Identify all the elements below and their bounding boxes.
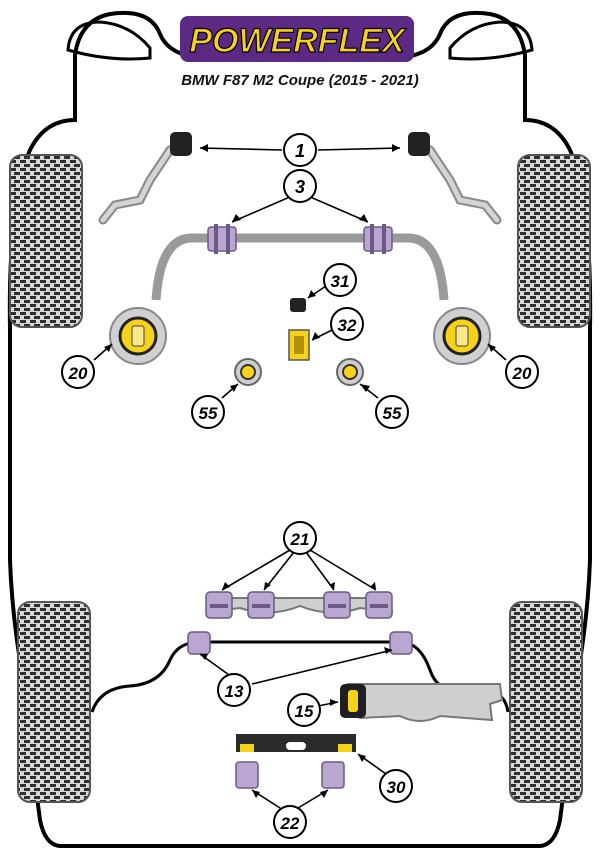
bush-3-left	[207, 224, 237, 254]
bush-55-left	[234, 358, 262, 386]
callout-15: 15	[287, 693, 321, 727]
top-mount-left	[109, 307, 167, 365]
callout-20-left: 20	[61, 355, 95, 389]
svg-text:3: 3	[295, 177, 305, 197]
windscreen-outline-right	[448, 20, 534, 61]
callout-30: 30	[379, 769, 413, 803]
tyre-rear-left	[17, 601, 91, 803]
insert-32	[288, 329, 310, 361]
bush-3-right	[363, 224, 393, 254]
bush-1-left	[170, 132, 192, 156]
svg-text:32: 32	[338, 316, 357, 335]
callout-55-right: 55	[375, 395, 409, 429]
svg-text:1: 1	[295, 141, 305, 161]
callout-31: 31	[323, 263, 357, 297]
callout-20-right: 20	[505, 355, 539, 389]
tyre-front-left	[9, 154, 83, 328]
bush-21-set	[205, 591, 393, 619]
tyre-rear-right	[509, 601, 583, 803]
rear-trailing-arm	[346, 683, 504, 722]
callout-21: 21	[283, 521, 317, 555]
svg-text:31: 31	[331, 272, 350, 291]
bush-22-right	[321, 761, 345, 789]
svg-text:21: 21	[290, 530, 310, 549]
callout-55-left: 55	[191, 395, 225, 429]
svg-text:55: 55	[383, 404, 402, 423]
bush-13-right	[389, 631, 413, 655]
bush-55-right	[336, 358, 364, 386]
top-mount-right	[433, 307, 491, 365]
rear-subframe	[206, 597, 394, 614]
leader-arrowheads	[104, 144, 496, 798]
tyre-front-right	[517, 154, 591, 328]
svg-text:20: 20	[68, 364, 88, 383]
callout-22: 22	[273, 805, 307, 839]
front-anti-roll-bar	[151, 233, 449, 301]
bush-31	[290, 298, 306, 312]
svg-text:22: 22	[280, 814, 300, 833]
bush-22-left	[235, 761, 259, 789]
bush-1-right	[408, 132, 430, 156]
svg-text:20: 20	[512, 364, 532, 383]
callout-3: 3	[283, 169, 317, 203]
svg-text:13: 13	[225, 682, 244, 701]
callout-13: 13	[217, 673, 251, 707]
vehicle-title: BMW F87 M2 Coupe (2015 - 2021)	[181, 72, 419, 89]
svg-text:30: 30	[387, 778, 406, 797]
svg-text:15: 15	[295, 702, 314, 721]
callout-32: 32	[330, 307, 364, 341]
bush-13-left	[187, 631, 211, 655]
callout-1: 1	[283, 133, 317, 167]
windscreen-outline	[66, 20, 152, 61]
brand-logo: POWERFLEX	[180, 16, 414, 62]
brand-logo-text: POWERFLEX	[189, 22, 407, 60]
svg-text:55: 55	[199, 404, 218, 423]
